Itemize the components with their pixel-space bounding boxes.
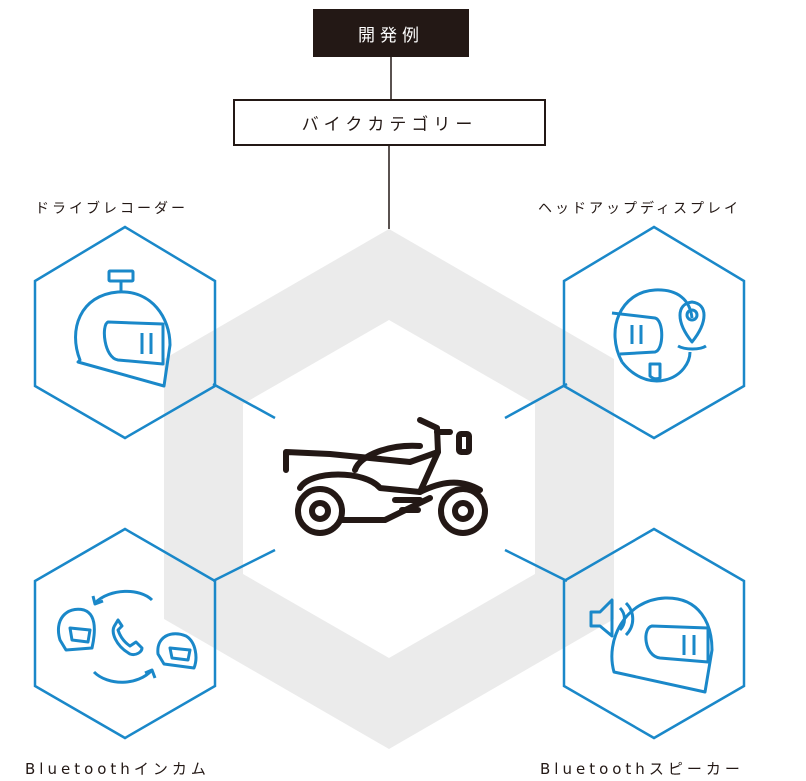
- helmet-intercom-icon: [57, 589, 198, 684]
- helmet-with-location-pin-icon: [611, 288, 707, 383]
- label-intercom: Bluetoothインカム: [25, 760, 210, 778]
- connector-lines: [388, 57, 392, 229]
- helmet-with-camera-icon: [74, 269, 172, 388]
- label-speaker: Bluetoothスピーカー: [540, 760, 744, 778]
- label-drive-recorder: ドライブレコーダー: [35, 201, 188, 217]
- background-hexagon: [164, 229, 614, 749]
- node-hexagon-hud[interactable]: [562, 225, 746, 440]
- root-node: 開発例: [313, 9, 469, 57]
- node-hexagon-speaker[interactable]: [562, 527, 746, 740]
- motorcycle-icon: [283, 417, 488, 536]
- node-hexagon-intercom[interactable]: [33, 527, 217, 740]
- category-node: バイクカテゴリー: [233, 99, 546, 146]
- node-hexagon-drive-recorder[interactable]: [33, 225, 217, 440]
- blue-connectors: [212, 382, 568, 583]
- label-hud: ヘッドアップディスプレイ: [538, 201, 742, 217]
- helmet-speaker-icon: [589, 596, 714, 694]
